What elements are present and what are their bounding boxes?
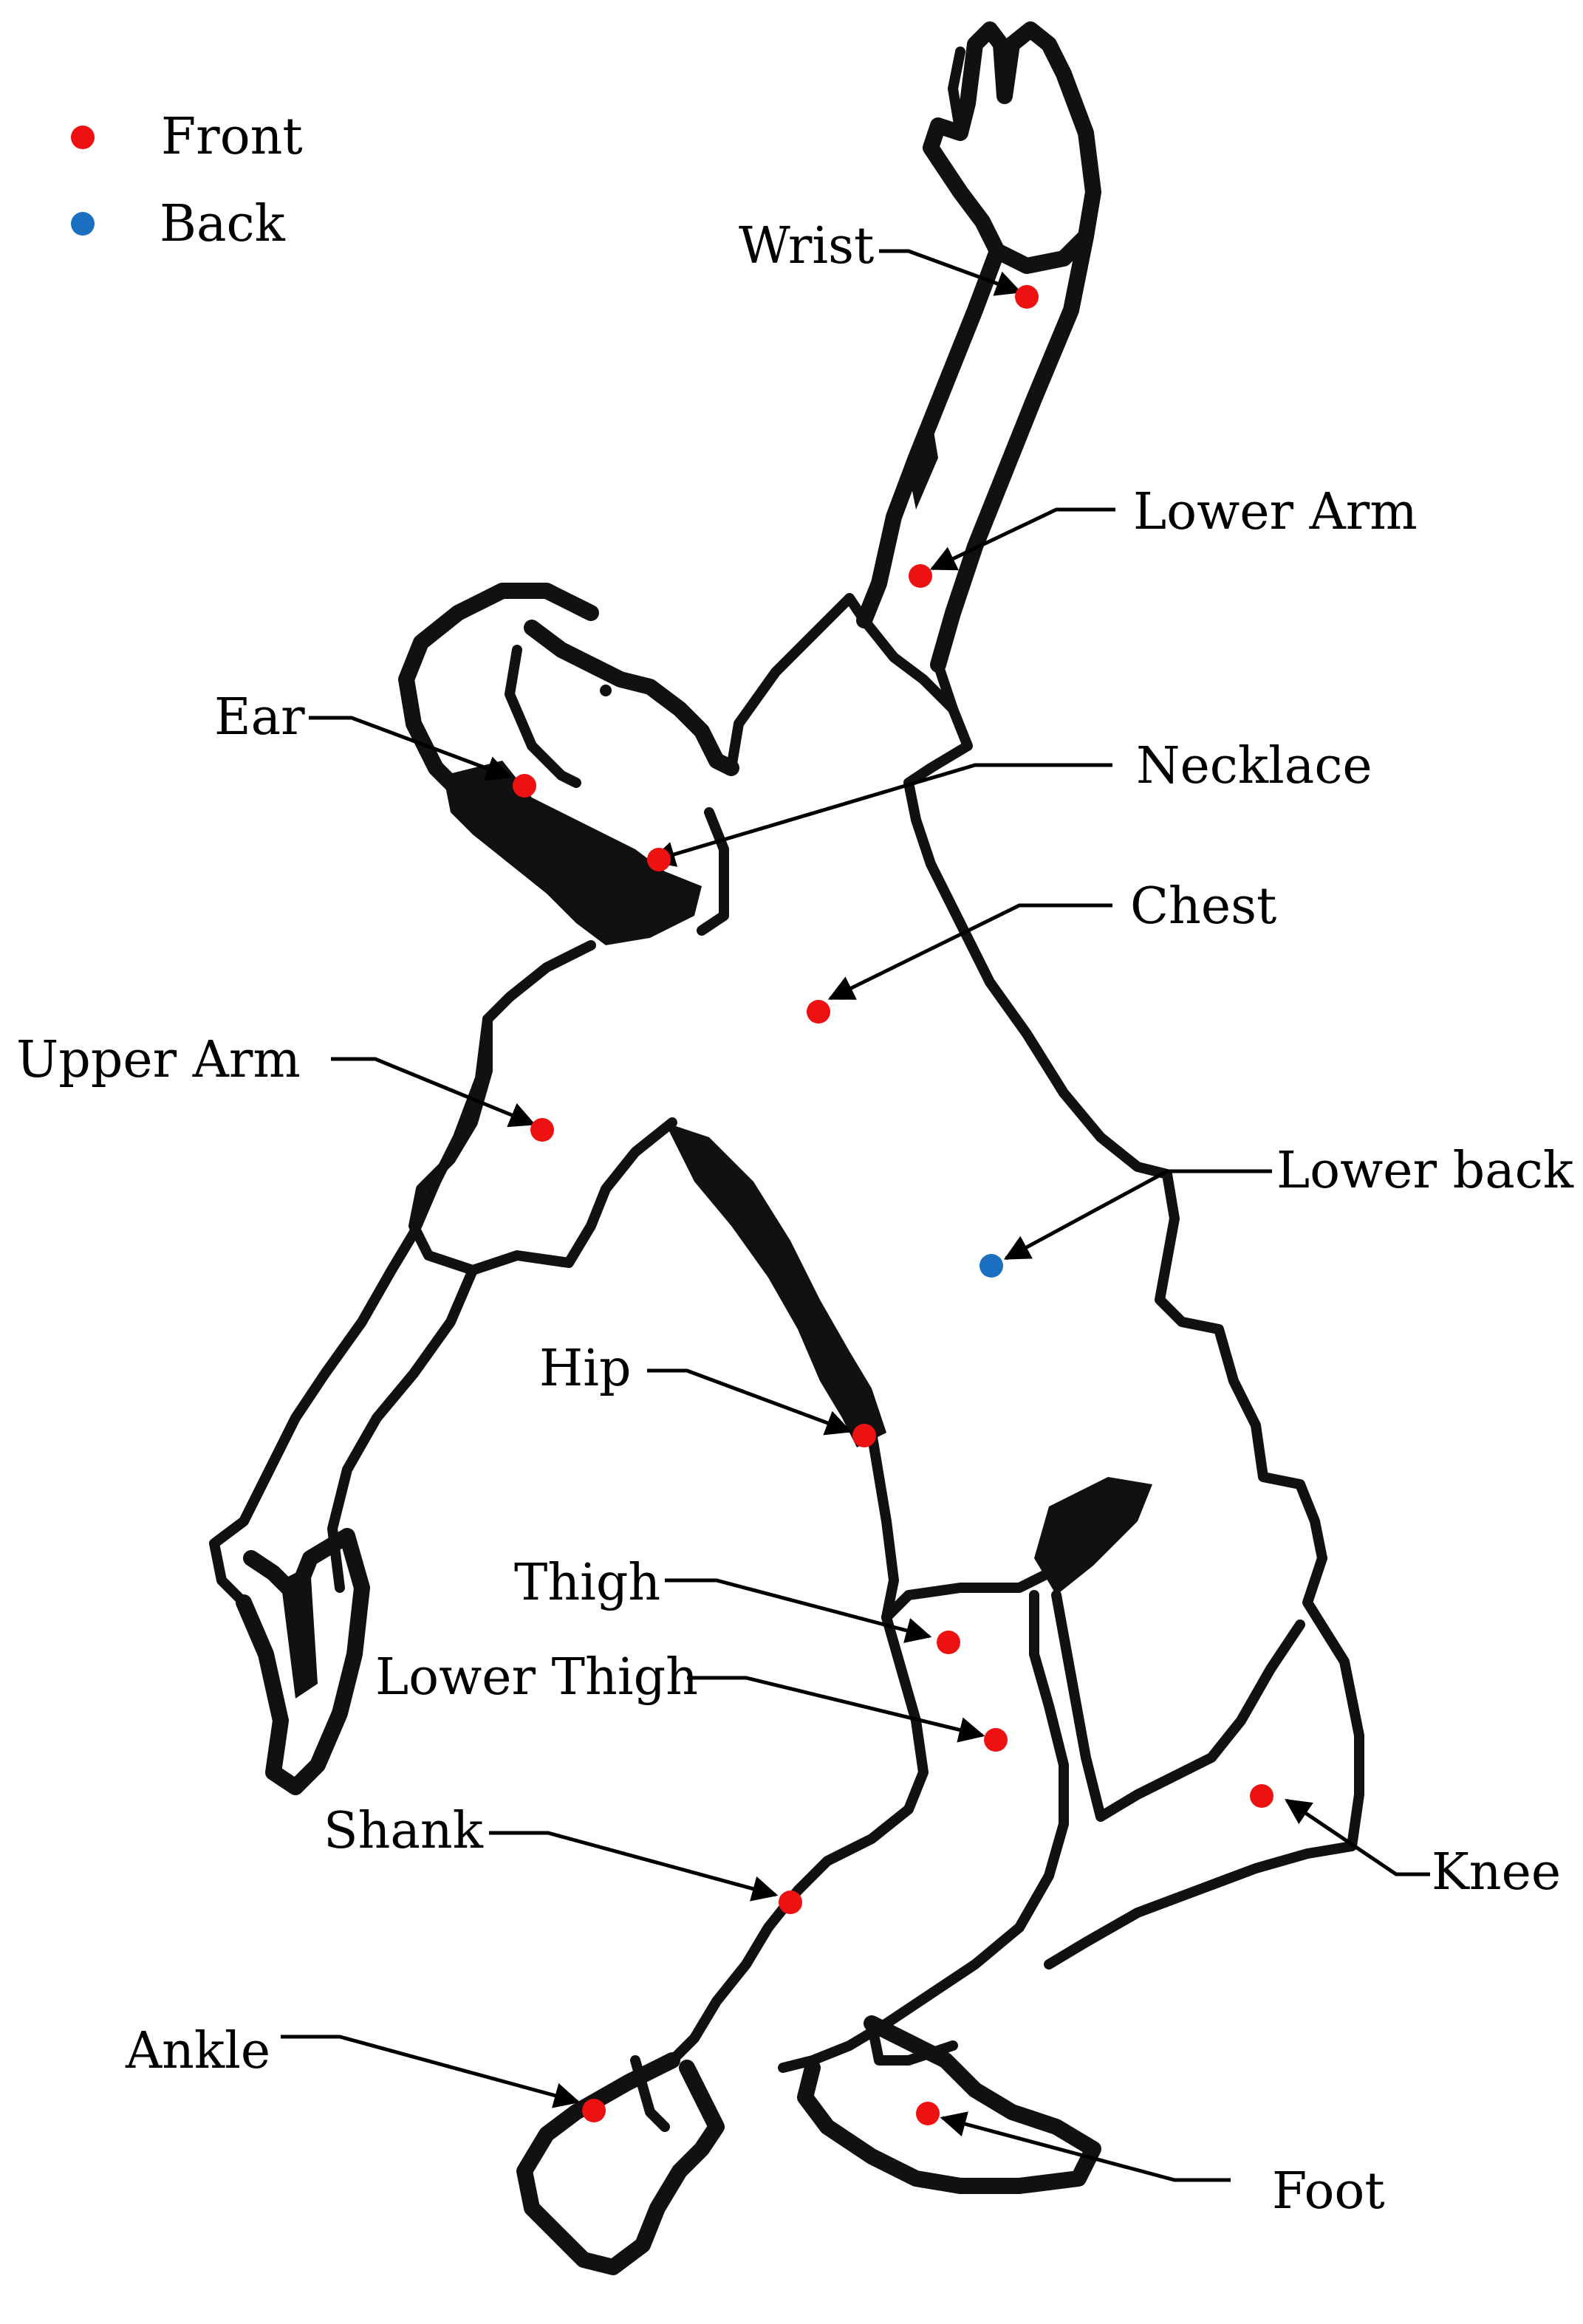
label-wrist: Wrist (739, 217, 874, 275)
label-shank: Shank (324, 1802, 484, 1860)
legend-back-marker (71, 212, 95, 236)
shorts-shadow (665, 1122, 886, 1447)
leg-outline (672, 1595, 1064, 2068)
sensor-markers (513, 285, 1273, 2125)
lower-arm-leader (932, 510, 1115, 569)
chest-marker (807, 1000, 830, 1024)
label-ear: Ear (214, 688, 305, 747)
torso-outline (414, 945, 672, 1270)
label-upper-arm: Upper Arm (16, 1031, 301, 1089)
legend-front-label: Front (161, 108, 303, 166)
ankle-leader (281, 2037, 578, 2102)
label-knee: Knee (1432, 1843, 1561, 1902)
lower-back-marker (979, 1254, 1003, 1278)
hip-leader (647, 1371, 849, 1431)
necklace-marker (647, 848, 671, 871)
legend-front-marker (71, 126, 95, 149)
label-ankle: Ankle (125, 2022, 270, 2080)
label-lower-back: Lower back (1276, 1142, 1574, 1200)
lower-thigh-leader (687, 1678, 982, 1735)
legend: Front Back (71, 108, 303, 253)
thigh-marker (937, 1631, 960, 1654)
upper-arm-marker (530, 1118, 554, 1142)
label-foot: Foot (1272, 2162, 1385, 2221)
hip-marker (852, 1424, 876, 1447)
left-foot-outline (524, 2060, 717, 2267)
lower-thigh-marker (984, 1728, 1008, 1752)
shank-leader (489, 1833, 776, 1895)
label-chest: Chest (1130, 877, 1276, 936)
legend-back-label: Back (160, 195, 286, 253)
human-figure (214, 30, 1359, 2267)
label-hip: Hip (539, 1340, 632, 1398)
label-thigh: Thigh (514, 1554, 660, 1612)
raised-arm-outline (864, 236, 1086, 665)
ear-marker (513, 774, 536, 798)
upper-arm-leader (331, 1059, 533, 1124)
labels: Wrist Lower Arm Ear Necklace Chest Upper… (16, 217, 1574, 2221)
lower-arm-marker (909, 564, 932, 588)
label-necklace: Necklace (1136, 737, 1372, 795)
shank-marker (779, 1891, 802, 1914)
ankle-marker (582, 2099, 606, 2122)
knee-marker (1250, 1784, 1273, 1808)
label-lower-thigh: Lower Thigh (375, 1648, 698, 1707)
lower-back-leader (1006, 1171, 1272, 1258)
wrist-marker (1015, 285, 1039, 309)
foot-marker (916, 2102, 940, 2125)
label-lower-arm: Lower Arm (1133, 483, 1418, 541)
